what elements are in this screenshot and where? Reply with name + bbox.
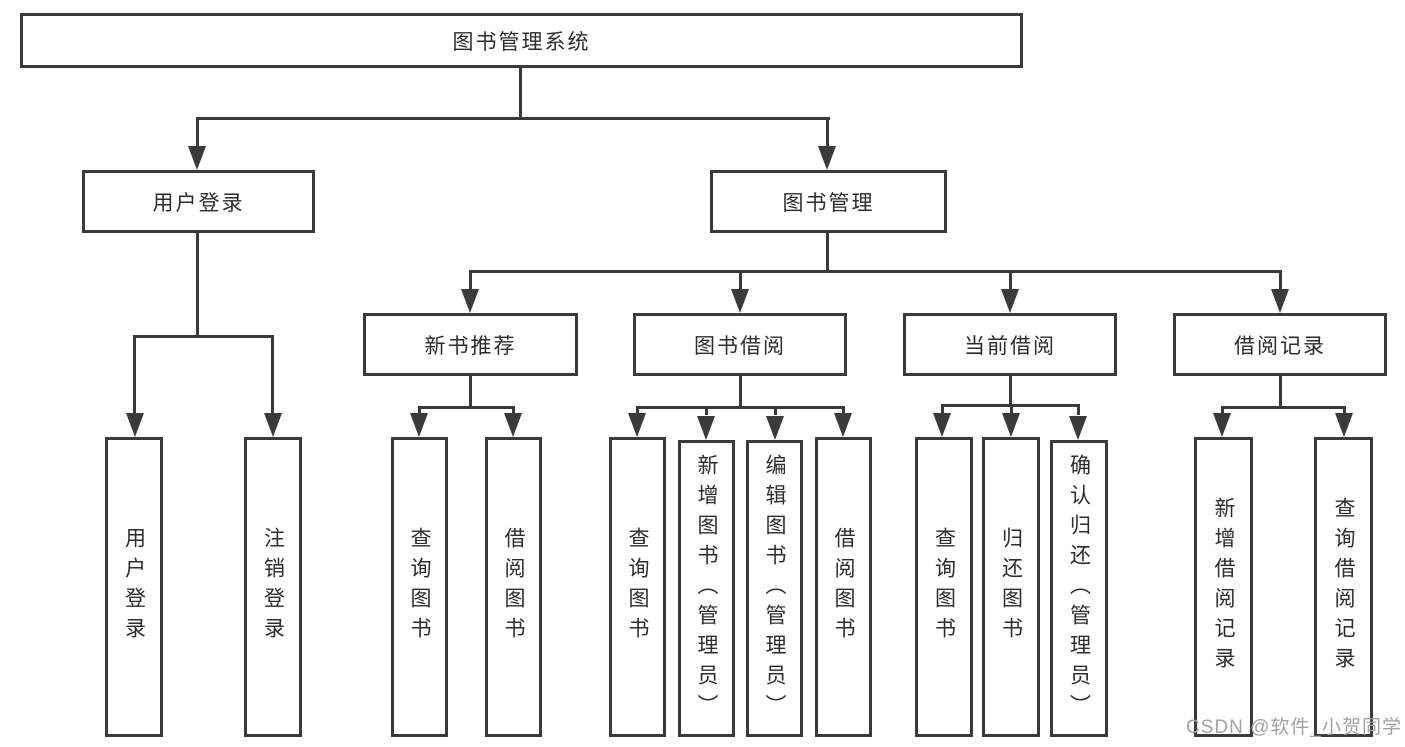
node-user-login-action: 用户登录 <box>105 437 163 737</box>
connector-line <box>826 233 829 272</box>
node-query-books-recommend: 查询图书 <box>391 437 448 737</box>
connector-line <box>1343 406 1346 415</box>
connector-arrowhead <box>1002 413 1020 437</box>
connector-line <box>1279 270 1282 291</box>
connector-line <box>1077 404 1080 415</box>
connector-arrowhead <box>818 146 836 170</box>
connector-line <box>774 406 777 415</box>
connector-line <box>941 404 944 415</box>
connector-line <box>739 270 742 291</box>
connector-arrowhead <box>264 413 282 437</box>
connector-line <box>636 406 844 409</box>
connector-arrowhead <box>731 289 749 313</box>
connector-arrowhead <box>410 413 428 437</box>
connector-line <box>1221 406 1345 409</box>
connector-arrowhead <box>933 413 951 437</box>
node-current-borrowing: 当前借阅 <box>903 313 1117 376</box>
connector-line <box>418 406 421 415</box>
connector-line <box>196 233 199 337</box>
connector-line <box>1010 404 1013 415</box>
connector-line <box>469 270 472 291</box>
connector-line <box>133 335 274 338</box>
connector-line <box>705 406 708 415</box>
node-user-login: 用户登录 <box>82 170 315 233</box>
connector-line <box>196 117 199 148</box>
connector-line <box>469 270 1281 273</box>
connector-line <box>1009 376 1012 406</box>
connector-arrowhead <box>1271 289 1289 313</box>
node-new-book-recommend: 新书推荐 <box>363 313 578 376</box>
node-book-management: 图书管理 <box>710 170 947 233</box>
connector-line <box>418 406 515 409</box>
node-borrow-books-recommend: 借阅图书 <box>485 437 542 737</box>
connector-line <box>133 335 136 415</box>
node-borrowing-records: 借阅记录 <box>1173 313 1387 376</box>
connector-arrowhead <box>188 146 206 170</box>
node-confirm-return-admin: 确认归还（管理员） <box>1050 440 1108 737</box>
connector-arrowhead <box>628 413 646 437</box>
node-root: 图书管理系统 <box>20 13 1023 68</box>
node-query-books-borrowing: 查询图书 <box>609 437 666 737</box>
node-return-books: 归还图书 <box>982 437 1040 737</box>
connector-arrowhead <box>1335 413 1353 437</box>
connector-line <box>1279 376 1282 408</box>
node-borrow-books-borrowing: 借阅图书 <box>815 437 872 737</box>
connector-arrowhead <box>1001 289 1019 313</box>
connector-arrowhead <box>504 413 522 437</box>
node-query-books-current: 查询图书 <box>915 437 973 737</box>
connector-line <box>469 376 472 408</box>
node-edit-book-admin: 编辑图书（管理员） <box>746 440 803 737</box>
connector-line <box>842 406 845 415</box>
node-add-borrow-record: 新增借阅记录 <box>1194 437 1253 737</box>
connector-arrowhead <box>126 413 144 437</box>
connector-line <box>636 406 639 415</box>
connector-line <box>1009 270 1012 291</box>
connector-arrowhead <box>834 413 852 437</box>
connector-line <box>512 406 515 415</box>
connector-line <box>196 117 830 120</box>
node-add-book-admin: 新增图书（管理员） <box>678 440 735 737</box>
connector-line <box>739 376 742 408</box>
connector-line <box>271 335 274 415</box>
node-book-borrowing: 图书借阅 <box>633 313 847 376</box>
node-query-borrow-record: 查询借阅记录 <box>1314 437 1373 737</box>
connector-arrowhead <box>766 416 784 440</box>
watermark: CSDN @软件_小贺同学 <box>1186 717 1402 738</box>
connector-arrowhead <box>1213 413 1231 437</box>
connector-line <box>1221 406 1224 415</box>
connector-arrowhead <box>461 289 479 313</box>
connector-line <box>519 68 522 119</box>
node-logout-action: 注销登录 <box>244 437 302 737</box>
connector-line <box>826 117 829 148</box>
connector-arrowhead <box>697 416 715 440</box>
connector-arrowhead <box>1069 416 1087 440</box>
